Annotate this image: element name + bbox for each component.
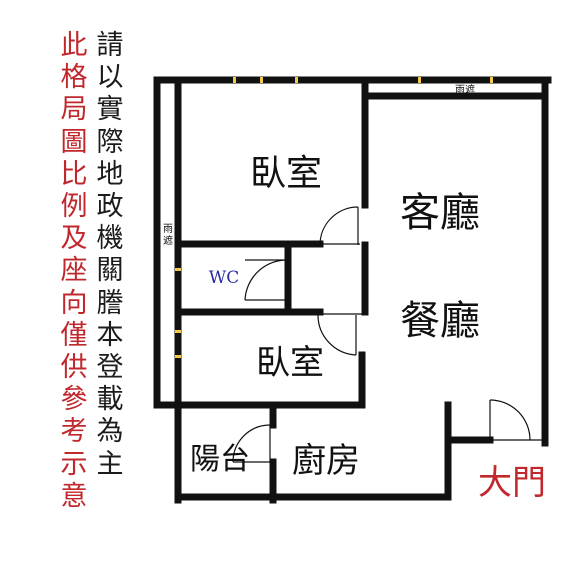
label-canopy-top: 雨遮 <box>455 83 475 96</box>
window-top-1 <box>233 77 236 83</box>
label-balcony: 陽台 <box>190 442 250 477</box>
window-left-2 <box>175 330 181 333</box>
window-top-3 <box>295 77 298 83</box>
window-left-3 <box>175 355 181 358</box>
disclaimer-red: 此格局圖比例及座向僅供參考示意 <box>60 30 88 512</box>
door-bedroom2-swing <box>317 314 357 356</box>
label-dining: 餐廳 <box>400 298 480 344</box>
disclaimer-dark: 請以實際地政機關謄本登載為主 <box>96 30 124 480</box>
walls <box>153 76 552 504</box>
window-top-5 <box>490 77 493 83</box>
window-top-2 <box>260 77 263 83</box>
door-entrance-swing <box>489 399 531 441</box>
label-bedroom-top: 臥室 <box>250 153 322 194</box>
doors <box>232 206 545 463</box>
label-wc: WC <box>209 268 239 288</box>
label-kitchen: 廚房 <box>292 441 360 481</box>
window-left-1 <box>175 268 181 271</box>
label-entrance: 大門 <box>478 463 546 503</box>
window-top-4 <box>418 77 421 83</box>
label-bedroom-bottom: 臥室 <box>256 343 324 383</box>
label-canopy-left: 雨遮 <box>163 224 173 247</box>
door-bedroom-top-swing <box>319 206 359 246</box>
label-canopy-left-char: 遮 <box>163 234 173 247</box>
label-living: 客廳 <box>400 190 480 236</box>
windows <box>175 77 493 358</box>
labels: 臥室 客廳 餐廳 WC 臥室 陽台 廚房 大門 雨遮 雨遮 <box>163 83 546 503</box>
door-balcony-swing <box>232 424 271 463</box>
door-wc-swing <box>244 259 289 301</box>
label-canopy-left-char: 雨 <box>163 224 173 235</box>
